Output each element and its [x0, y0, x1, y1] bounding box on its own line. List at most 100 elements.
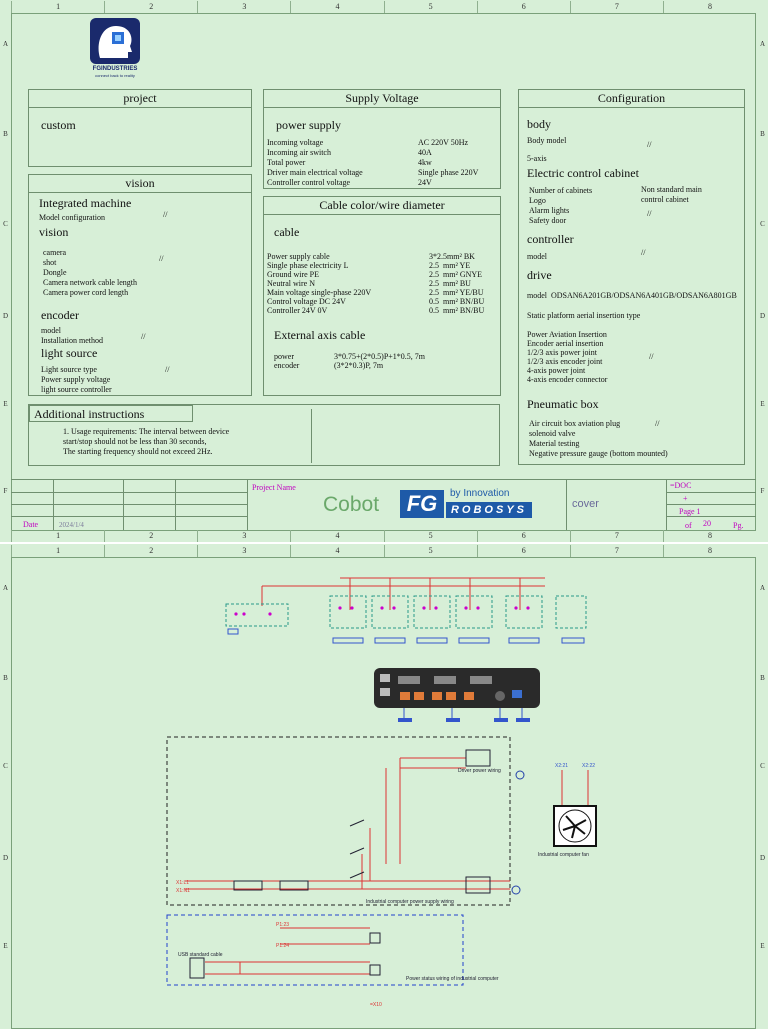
ruler-number: 7	[569, 1, 663, 13]
ruler-number: 4	[290, 530, 383, 542]
light-value: //	[165, 365, 170, 374]
body-model-value: //	[647, 140, 652, 149]
light-row: Power supply voltage	[41, 375, 111, 384]
status-area-border	[166, 914, 464, 986]
integrated-heading: Integrated machine	[39, 196, 132, 210]
cable-value: 0.5 mm² BN/BU	[429, 306, 485, 315]
relay-1	[369, 932, 381, 944]
project-title: project	[28, 89, 252, 108]
ruler-number: 6	[476, 1, 570, 13]
vision-value: //	[159, 254, 164, 263]
ruler-letter: B	[760, 674, 765, 682]
ruler-letter: C	[760, 762, 765, 770]
cover-sheet: 1 2 3 4 5 6 7 8 A B C D E F A B C D E F …	[2, 1, 766, 542]
fan-icon	[553, 770, 597, 847]
cable-box: cable Power supply cable 3*2.5mm² BK Sin…	[263, 214, 501, 396]
company-logo: FGINDUSTRIES connect back to reality	[86, 16, 144, 80]
left-terminal: X1:N1	[176, 888, 190, 894]
ruler-letter: E	[760, 400, 765, 408]
insertion-row: Encoder aerial insertion	[527, 339, 604, 348]
external-value: (3*2*0.3)P, 7m	[334, 361, 384, 370]
static-insertion: Static platform aerial insertion type	[527, 311, 641, 320]
ruler-number: 5	[383, 530, 477, 542]
bottom-ruler: 1 2 3 4 5 6 7 8	[11, 530, 756, 542]
brand-fg: FG	[400, 490, 444, 518]
project-name-label: Project Name	[252, 483, 296, 492]
configuration-title: Configuration	[518, 89, 745, 108]
ruler-letter: D	[2, 312, 9, 320]
ruler-letter: A	[2, 40, 9, 48]
additional-box: Additional instructions 1. Usage require…	[28, 404, 500, 466]
cable-label: Ground wire PE	[267, 270, 319, 279]
status-terminal: P1:23	[276, 922, 289, 928]
top-ruler: 1 2 3 4 5 6 7 8	[11, 1, 756, 13]
footer-mark: =X10	[370, 1002, 382, 1008]
pneumatic-row: Negative pressure gauge (bottom mounted)	[529, 449, 668, 458]
ruler-number: 2	[104, 530, 197, 542]
brand-by: by Innovation	[450, 488, 510, 499]
ruler-number: 7	[569, 545, 663, 557]
schematic-sheet: 1 2 3 4 5 6 7 8 A B C D E A B C D E	[0, 544, 768, 1029]
project-box: custom	[28, 107, 252, 167]
power-wiring	[185, 757, 510, 890]
pc-supply-label: Industrial computer power supply wiring	[366, 899, 454, 905]
vision-heading: vision	[39, 225, 69, 239]
cable-subtitle: cable	[274, 225, 300, 239]
ruler-letter: A	[2, 584, 9, 592]
date-label: Date	[23, 520, 39, 529]
supply-box: power supply Incoming voltage AC 220V 50…	[263, 107, 501, 189]
insertion-row: Power Aviation Insertion	[527, 330, 607, 339]
ruler-letter: F	[3, 487, 8, 495]
supply-value: AC 220V 50Hz	[418, 138, 469, 147]
divider	[311, 409, 312, 463]
fan-label: Industrial computer fan	[538, 852, 589, 858]
switch-contacts	[349, 819, 365, 879]
fuse-2	[279, 880, 309, 891]
ruler-number: 3	[197, 530, 290, 542]
ruler-letter: A	[759, 40, 766, 48]
configuration-box: body Body model // 5-axis Electric contr…	[518, 107, 745, 465]
ruler-letter: C	[760, 220, 765, 228]
supply-value: 40A	[418, 148, 432, 157]
cable-label: Controller 24V 0V	[267, 306, 328, 315]
ruler-number: 8	[662, 545, 756, 557]
ruler-letter: A	[759, 584, 766, 592]
ground-symbols	[511, 770, 525, 895]
insertion-row: 1/2/3 axis encoder joint	[527, 357, 603, 366]
wiring-diagram: Driver power wiring Industrial computer …	[166, 577, 597, 1008]
supply-label: Controller control voltage	[267, 178, 351, 187]
light-row: light source controller	[41, 385, 112, 394]
encoder-heading: encoder	[41, 308, 79, 322]
additional-title: Additional instructions	[29, 405, 193, 422]
supply-label: Incoming air switch	[267, 148, 331, 157]
driver-label: Driver power wiring	[458, 768, 501, 774]
external-heading: External axis cable	[274, 328, 366, 342]
total-pages: 20	[703, 519, 711, 528]
pc-terminal	[465, 876, 491, 894]
ruler-number: 4	[290, 545, 383, 557]
cable-label: Neutral wire N	[267, 279, 315, 288]
pneumatic-row: Material testing	[529, 439, 580, 448]
supply-label: Incoming voltage	[267, 138, 324, 147]
breaker-bus	[261, 577, 545, 610]
ruler-letter: E	[760, 942, 765, 950]
instruction-line: The starting frequency should not exceed…	[63, 447, 213, 456]
power-area-border	[166, 736, 511, 906]
driver-terminal	[465, 749, 491, 767]
cabinet-row: Safety door	[529, 216, 567, 225]
vision-title: vision	[28, 174, 252, 193]
supply-title: Supply Voltage	[263, 89, 501, 108]
ruler-letter: B	[760, 130, 765, 138]
head-logo-icon	[90, 18, 140, 64]
supply-label: Driver main electrical voltage	[267, 168, 363, 177]
fan-terminal: X2:22	[582, 763, 595, 769]
insertion-mark: //	[649, 352, 654, 361]
cable-value: 0.5 mm² BN/BU	[429, 297, 485, 306]
supply-label: Total power	[267, 158, 306, 167]
ruler-number: 1	[11, 545, 104, 557]
status-wiring	[205, 927, 370, 975]
vision-row: camera	[43, 248, 67, 257]
insertion-row: 4-axis power joint	[527, 366, 586, 375]
top-ruler: 1 2 3 4 5 6 7 8	[11, 545, 756, 557]
ruler-letter: B	[3, 130, 8, 138]
